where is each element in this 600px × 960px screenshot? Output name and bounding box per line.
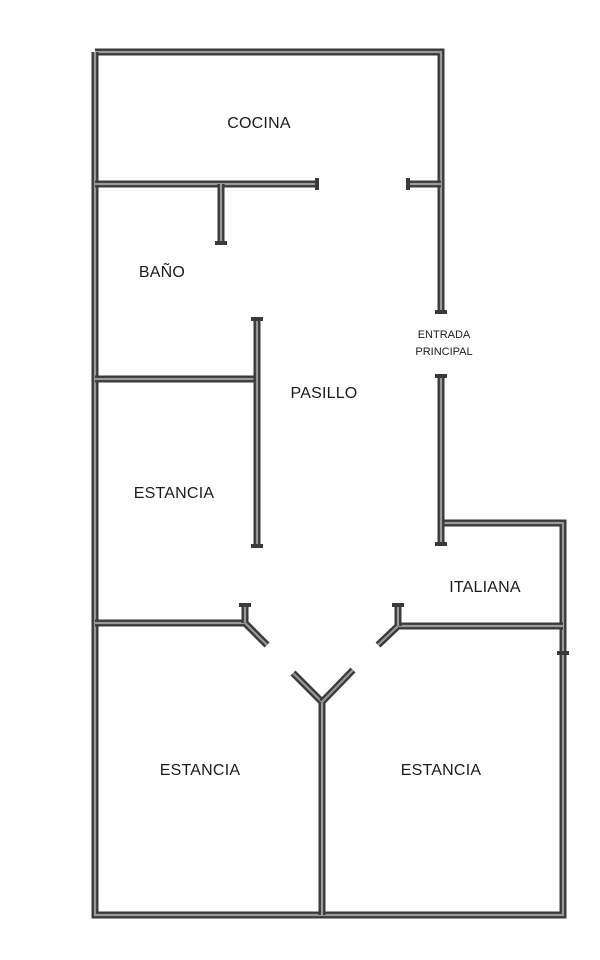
wall-end-caps (215, 178, 569, 655)
room-label-estancia-bottom-left: ESTANCIA (159, 762, 241, 779)
room-label-cocina: COCINA (227, 115, 291, 132)
room-label-italiana: ITALIANA (449, 579, 521, 596)
room-label-estancia-left: ESTANCIA (133, 485, 215, 502)
cap-kitchen-wall-end (315, 178, 319, 190)
cap-door-right-top (392, 603, 404, 607)
cap-door-left-top (239, 603, 251, 607)
divider-fork-right-highlight (321, 669, 354, 703)
entrance-label: ENTRADA PRINCIPAL (415, 327, 472, 361)
divider-fork-left-highlight (292, 672, 323, 703)
door-stub-right-d-highlight (377, 625, 399, 646)
entrance-label-line-1: ENTRADA (417, 329, 471, 341)
cap-hall-right-bottom (435, 542, 447, 546)
cap-entry-top (435, 310, 447, 314)
outer-wall-highlight (95, 50, 443, 312)
cap-hall-left-top (251, 317, 263, 321)
cap-wall-joint-right (557, 651, 569, 655)
door-stub-left-d-highlight (244, 622, 268, 646)
room-label-estancia-bottom-right: ESTANCIA (400, 762, 482, 779)
cap-entry-bottom (435, 374, 447, 378)
cap-hall-left-bottom (251, 544, 263, 548)
cap-bath-stub-end (215, 241, 227, 245)
entrance-label-line-2: PRINCIPAL (415, 346, 473, 358)
room-label-pasillo: PASILLO (290, 385, 358, 402)
room-label-bano: BAÑO (138, 264, 186, 281)
walls (91, 48, 567, 919)
cap-kitchen-stub-end (406, 178, 410, 190)
